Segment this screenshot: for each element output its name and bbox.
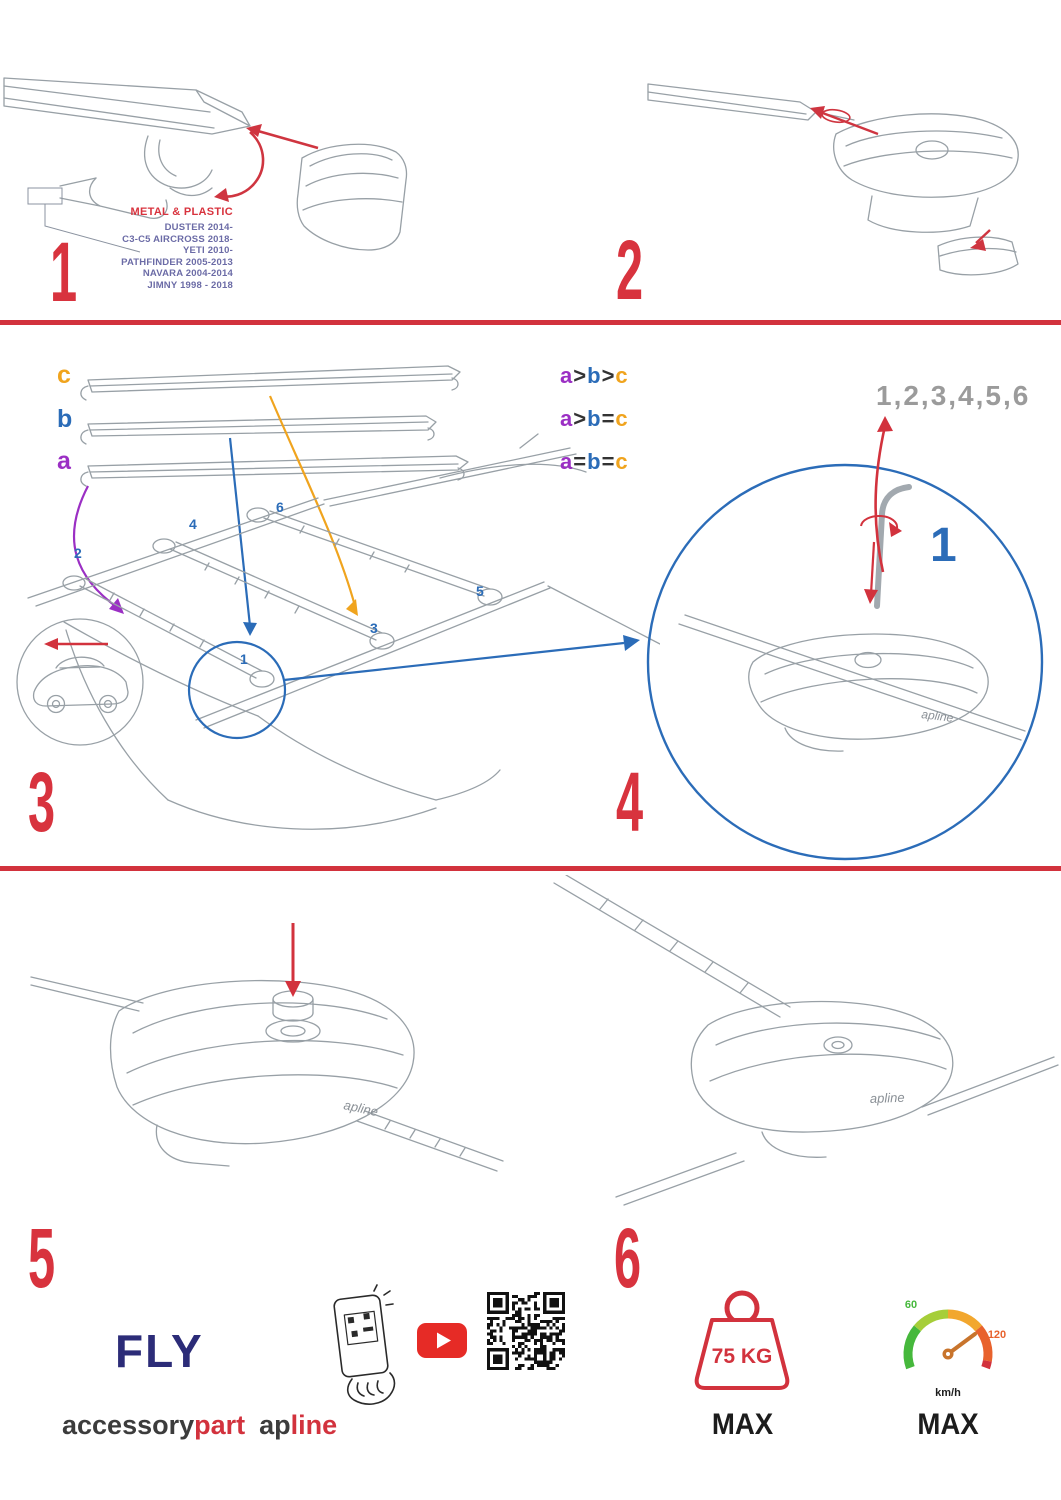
vehicle-item: JIMNY 1998 - 2018	[147, 279, 233, 291]
mounted-foot-drawing: apline	[553, 875, 1059, 1206]
vehicle-compatibility-list: DUSTER 2014- C3-C5 AIRCROSS 2018- YETI 2…	[58, 222, 233, 291]
apline-logo-on-foot: apline	[870, 1090, 905, 1106]
vehicle-item: PATHFINDER 2005-2013	[121, 256, 233, 268]
crossbar-end-clamp-drawing	[3, 77, 408, 253]
youtube-icon	[417, 1323, 467, 1358]
zoom-circle	[646, 463, 1044, 861]
crossbar-drawing	[3, 77, 251, 219]
roof-position-3: 3	[370, 620, 378, 636]
weight-limit-icon: 75 KG	[694, 1290, 790, 1390]
cmp-operator: =	[573, 449, 588, 474]
vehicle-item: YETI 2010-	[182, 245, 233, 256]
speed-high-label: 120	[988, 1329, 1006, 1341]
roof-position-5: 5	[476, 583, 484, 599]
tightening-zoom-drawing: apline	[646, 416, 1044, 861]
car-direction-inset	[16, 618, 144, 746]
cmp-letter: c	[615, 406, 629, 431]
step-5-number: 5	[28, 1211, 55, 1305]
speed-low-label: 60	[905, 1299, 917, 1311]
speed-unit-label: km/h	[935, 1387, 961, 1399]
bar-label-c: c	[57, 361, 71, 389]
rotate-arrow	[860, 514, 899, 529]
foot-with-key-drawing	[678, 614, 1026, 752]
foot-with-knob-drawing	[30, 976, 504, 1172]
sequence-arrowhead	[877, 416, 893, 432]
leader-line	[27, 187, 141, 253]
press-down-arrow	[869, 541, 876, 595]
assembly-arrows	[221, 129, 319, 198]
cmp-letter: b	[587, 363, 602, 388]
roof-position-4: 4	[189, 516, 197, 532]
plastic-cover-drawing	[296, 143, 408, 251]
step-1-number: 1	[50, 225, 77, 319]
roof-position-6: 6	[276, 499, 284, 515]
weight-value: 75 KG	[712, 1345, 773, 1368]
brand-ap: ap	[259, 1410, 291, 1440]
car-roof-drawing	[27, 433, 660, 830]
bar-end-insert-drawing	[647, 83, 1019, 276]
knob-press-drawing: apline	[30, 923, 504, 1172]
assembly-arrows	[819, 110, 991, 244]
step-4-number: 4	[616, 755, 643, 849]
brand-line: line	[290, 1410, 338, 1440]
step-3-number: 3	[28, 755, 55, 849]
sequence-arrow	[874, 425, 887, 573]
cmp-letter: a	[560, 363, 574, 388]
arrowheads	[810, 106, 986, 251]
speed-limit-icon: 60 120 km/h	[903, 1299, 1006, 1399]
cmp-letter: a	[560, 406, 574, 431]
speedometer-needle	[946, 1332, 977, 1356]
cmp-letter: b	[587, 449, 602, 474]
rotate-arrowhead	[889, 522, 902, 537]
size-comparison-2: a>b=c	[560, 406, 629, 432]
brand-accessory: accessory	[62, 1410, 195, 1440]
bar-label-a: a	[57, 447, 71, 475]
speed-max-label: MAX	[917, 1408, 979, 1441]
foot-1-highlight	[187, 640, 625, 740]
size-comparison-3: a=b=c	[560, 449, 629, 475]
press-knob-arrowhead	[285, 981, 301, 997]
section-divider-2	[0, 866, 1061, 871]
cmp-letter: b	[587, 406, 602, 431]
vehicle-item: C3-C5 AIRCROSS 2018-	[122, 233, 233, 245]
zoom-pointer-arrowhead	[623, 635, 640, 651]
arrowheads	[214, 124, 262, 202]
roof-position-1: 1	[240, 651, 248, 667]
cmp-operator: >	[573, 406, 588, 431]
vehicle-item: NAVARA 2004-2014	[142, 268, 233, 279]
cmp-operator: =	[601, 449, 616, 474]
crossbar-size-drawings	[80, 365, 469, 487]
curve-arrowheads	[109, 598, 358, 636]
allen-key-drawing	[874, 484, 912, 609]
product-name: FLY	[115, 1325, 204, 1377]
qr-code-icon	[487, 1292, 565, 1370]
brand-part: part	[194, 1410, 246, 1440]
step-6-number: 6	[614, 1211, 641, 1305]
size-comparison-1: a>b>c	[560, 363, 629, 389]
cmp-operator: >	[573, 363, 588, 388]
cmp-letter: c	[615, 363, 629, 388]
bar-label-b: b	[57, 405, 73, 433]
press-down-arrowhead	[864, 589, 878, 604]
roof-installation-diagram	[16, 365, 660, 830]
cmp-operator: >	[601, 363, 616, 388]
phone-qr-scan-icon	[333, 1284, 396, 1405]
vehicle-item: DUSTER 2014-	[164, 222, 233, 233]
bar-and-foot-drawing	[647, 83, 1019, 276]
foot-on-rail-drawing	[553, 875, 1059, 1206]
cmp-letter: c	[615, 449, 629, 474]
cmp-letter: a	[560, 449, 574, 474]
weight-max-label: MAX	[711, 1408, 774, 1441]
section-divider-1	[0, 320, 1061, 325]
apline-logo-on-foot: apline	[921, 707, 955, 725]
material-label: METAL & PLASTIC	[130, 206, 233, 218]
sequence-first-number: 1	[930, 519, 957, 572]
roof-position-2: 2	[74, 545, 82, 561]
apline-logo-on-foot: apline	[342, 1097, 379, 1119]
bar-position-curves	[73, 395, 357, 627]
tightening-sequence: 1,2,3,4,5,6	[876, 380, 1031, 411]
cmp-operator: =	[601, 406, 616, 431]
step-2-number: 2	[616, 223, 643, 317]
